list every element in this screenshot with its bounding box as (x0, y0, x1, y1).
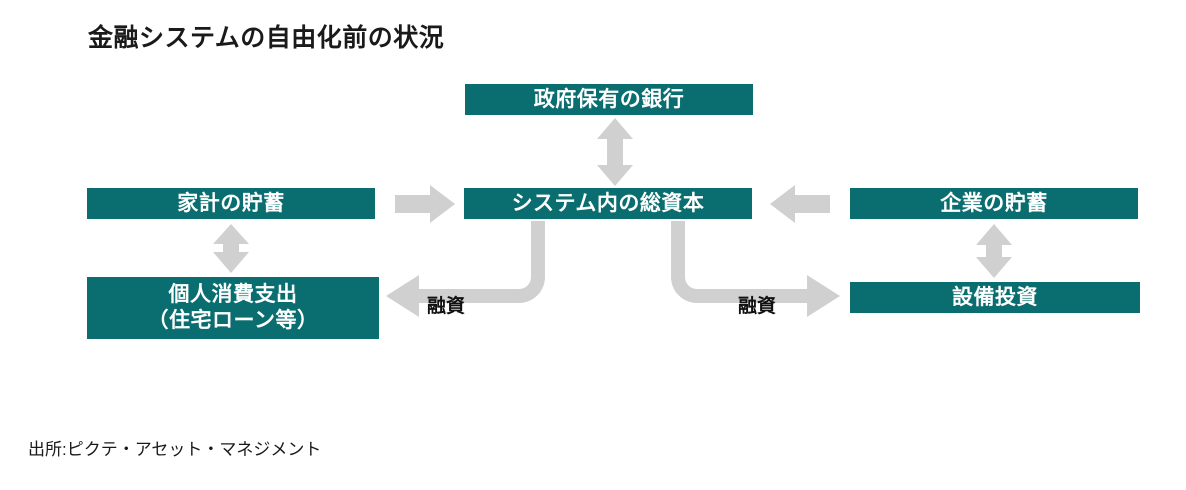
node-label-consume-line2: （住宅ローン等） (147, 309, 319, 332)
arrow-corp-to-total (770, 185, 830, 223)
node-label-corp: 企業の貯蓄 (940, 191, 1048, 215)
node-total-capital-in-system[interactable]: システム内の総資本 (464, 188, 752, 219)
node-label-gov: 政府保有の銀行 (533, 87, 685, 111)
arrow-total-to-consume (386, 221, 545, 317)
arrow-household-consume (213, 224, 249, 273)
node-corporate-savings[interactable]: 企業の貯蓄 (850, 188, 1138, 219)
arrow-corp-capex (976, 224, 1012, 278)
node-personal-consumption-expenditure[interactable]: 個人消費支出 （住宅ローン等） (87, 277, 379, 339)
source-note: 出所:ピクテ・アセット・マネジメント (28, 440, 322, 459)
node-label-capex: 設備投資 (952, 285, 1038, 309)
node-government-owned-banks[interactable]: 政府保有の銀行 (465, 84, 753, 115)
arrow-household-to-total (395, 185, 455, 223)
node-label-household: 家計の貯蓄 (177, 191, 285, 215)
arrow-label-loan-left: 融資 (427, 296, 466, 317)
arrow-total-to-capex (671, 221, 840, 317)
page-title: 金融システムの自由化前の状況 (88, 24, 445, 52)
arrow-label-loan-right: 融資 (738, 296, 777, 317)
node-label-consume-line1: 個人消費支出 (168, 283, 298, 307)
arrow-gov-total (597, 118, 633, 186)
node-capital-investment[interactable]: 設備投資 (850, 282, 1140, 313)
node-label-total: システム内の総資本 (511, 191, 705, 215)
node-household-savings[interactable]: 家計の貯蓄 (87, 188, 375, 219)
